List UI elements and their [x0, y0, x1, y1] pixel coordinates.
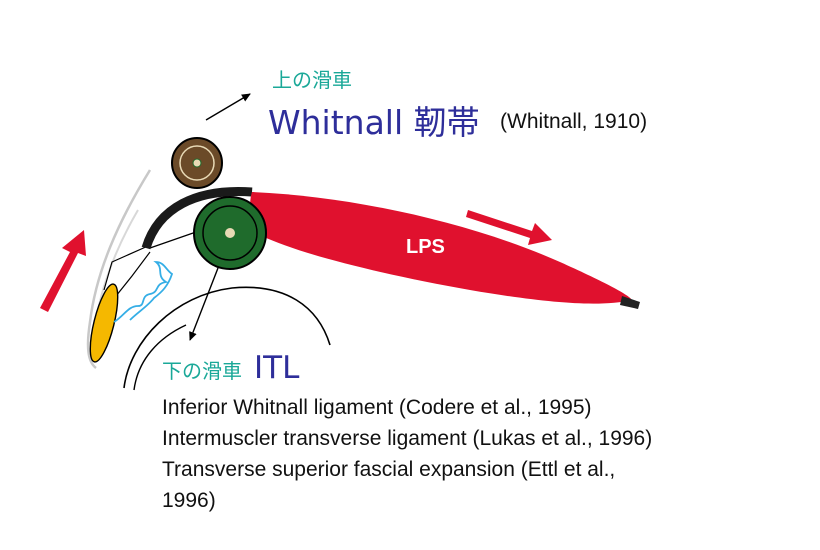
upper-pulley-citation: (Whitnall, 1910)	[500, 110, 648, 133]
orbital-septum-curve	[86, 169, 152, 369]
lower-pulley-label-jp: 下の滑車	[162, 359, 242, 383]
reference-line: Intermuscler transverse ligament (Lukas …	[162, 427, 653, 450]
lower-label-arrow	[189, 267, 219, 341]
eyeball-inner-curve	[133, 324, 187, 391]
muller-muscle	[113, 261, 174, 323]
tarsal-plate	[89, 283, 119, 363]
lower-pulley-label: 下の滑車 ITL	[162, 350, 299, 386]
lower-pulley-label-en: ITL	[254, 350, 300, 386]
ligament-line-lower	[115, 251, 151, 297]
eyeball-outline	[123, 286, 331, 389]
eyelid-lift-arrow	[40, 230, 86, 312]
upper-pulley-ring	[179, 145, 215, 181]
ligament-line-upper	[103, 245, 149, 291]
upper-pulley-label-jp: 上の滑車	[272, 68, 352, 92]
upper-pulley-center	[192, 158, 202, 168]
reference-line: Transverse superior fascial expansion (E…	[162, 458, 616, 481]
references: Inferior Whitnall ligament (Codere et al…	[162, 392, 812, 516]
levator-aponeurosis	[141, 187, 253, 250]
lower-pulley-center	[225, 228, 235, 238]
reference-line: 1996)	[162, 489, 216, 512]
upper-pulley-label-en: Whitnall 靭帯	[268, 103, 480, 142]
upper-label-arrow	[205, 93, 251, 121]
muscle-pull-arrow	[466, 210, 552, 245]
lps-muscle-tip	[620, 296, 640, 309]
reference-line: Inferior Whitnall ligament (Codere et al…	[162, 396, 592, 419]
lower-pulley-ring	[202, 205, 258, 261]
lps-label: LPS	[406, 236, 445, 258]
ligament-line-to-pulley	[149, 231, 197, 249]
lps-muscle	[250, 192, 632, 304]
